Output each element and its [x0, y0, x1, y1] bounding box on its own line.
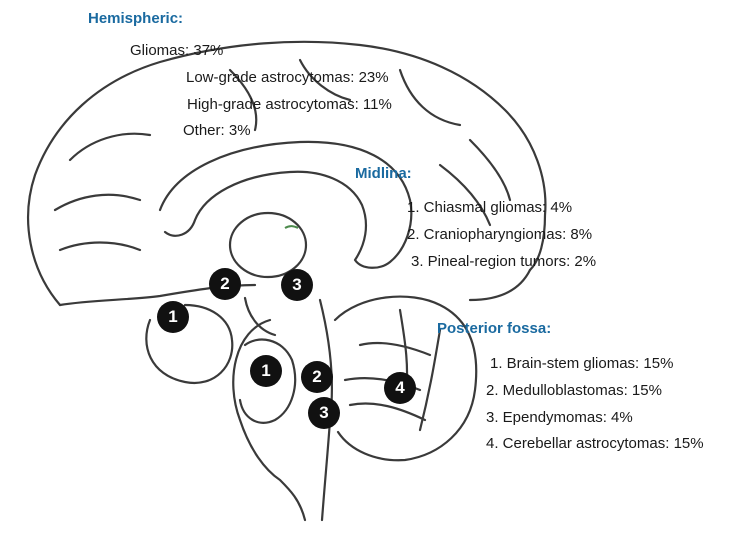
- hemispheric-item-other: Other: 3%: [183, 123, 251, 138]
- posterior-item-3: 3. Ependymomas: 4%: [486, 410, 633, 425]
- posterior-item-4: 4. Cerebellar astrocytomas: 15%: [486, 436, 704, 451]
- hemispheric-heading: Hemispheric:: [88, 11, 183, 26]
- posterior-marker-4: 4: [384, 372, 416, 404]
- cerebellar-folia: [420, 330, 440, 430]
- cerebellar-folia: [360, 343, 430, 355]
- hemispheric-item-gliomas: Gliomas: 37%: [130, 43, 223, 58]
- midline-heading: Midlina:: [355, 166, 412, 181]
- posterior-heading: Posterior fossa:: [437, 321, 551, 336]
- midline-marker-1: 1: [157, 301, 189, 333]
- brainstem-anterior: [233, 320, 305, 520]
- posterior-item-2: 2. Medulloblastomas: 15%: [486, 383, 662, 398]
- gyrus-line: [400, 70, 460, 125]
- gyrus-line: [470, 140, 510, 200]
- midline-marker-3: 3: [281, 269, 313, 301]
- posterior-marker-1: 1: [250, 355, 282, 387]
- gyrus-line: [440, 165, 490, 225]
- hemispheric-item-low-grade: Low-grade astrocytomas: 23%: [186, 70, 389, 85]
- fornix-mark: [285, 226, 298, 228]
- pituitary: [245, 298, 275, 335]
- occipital-contour: [470, 270, 530, 300]
- midline-item-2: 2. Craniopharyngiomas: 8%: [407, 227, 592, 242]
- posterior-item-1: 1. Brain-stem gliomas: 15%: [490, 356, 673, 371]
- thalamus: [230, 213, 306, 277]
- hemispheric-item-high-grade: High-grade astrocytomas: 11%: [187, 97, 392, 112]
- gyrus-line: [70, 134, 150, 160]
- corpus-callosum: [160, 142, 411, 268]
- posterior-marker-2: 2: [301, 361, 333, 393]
- midline-item-3: 3. Pineal-region tumors: 2%: [411, 254, 596, 269]
- gyrus-line: [60, 243, 140, 251]
- posterior-marker-3: 3: [308, 397, 340, 429]
- midline-marker-2: 2: [209, 268, 241, 300]
- midline-item-1: 1. Chiasmal gliomas: 4%: [407, 200, 572, 215]
- gyrus-line: [55, 195, 140, 210]
- cerebellar-folia: [350, 403, 425, 420]
